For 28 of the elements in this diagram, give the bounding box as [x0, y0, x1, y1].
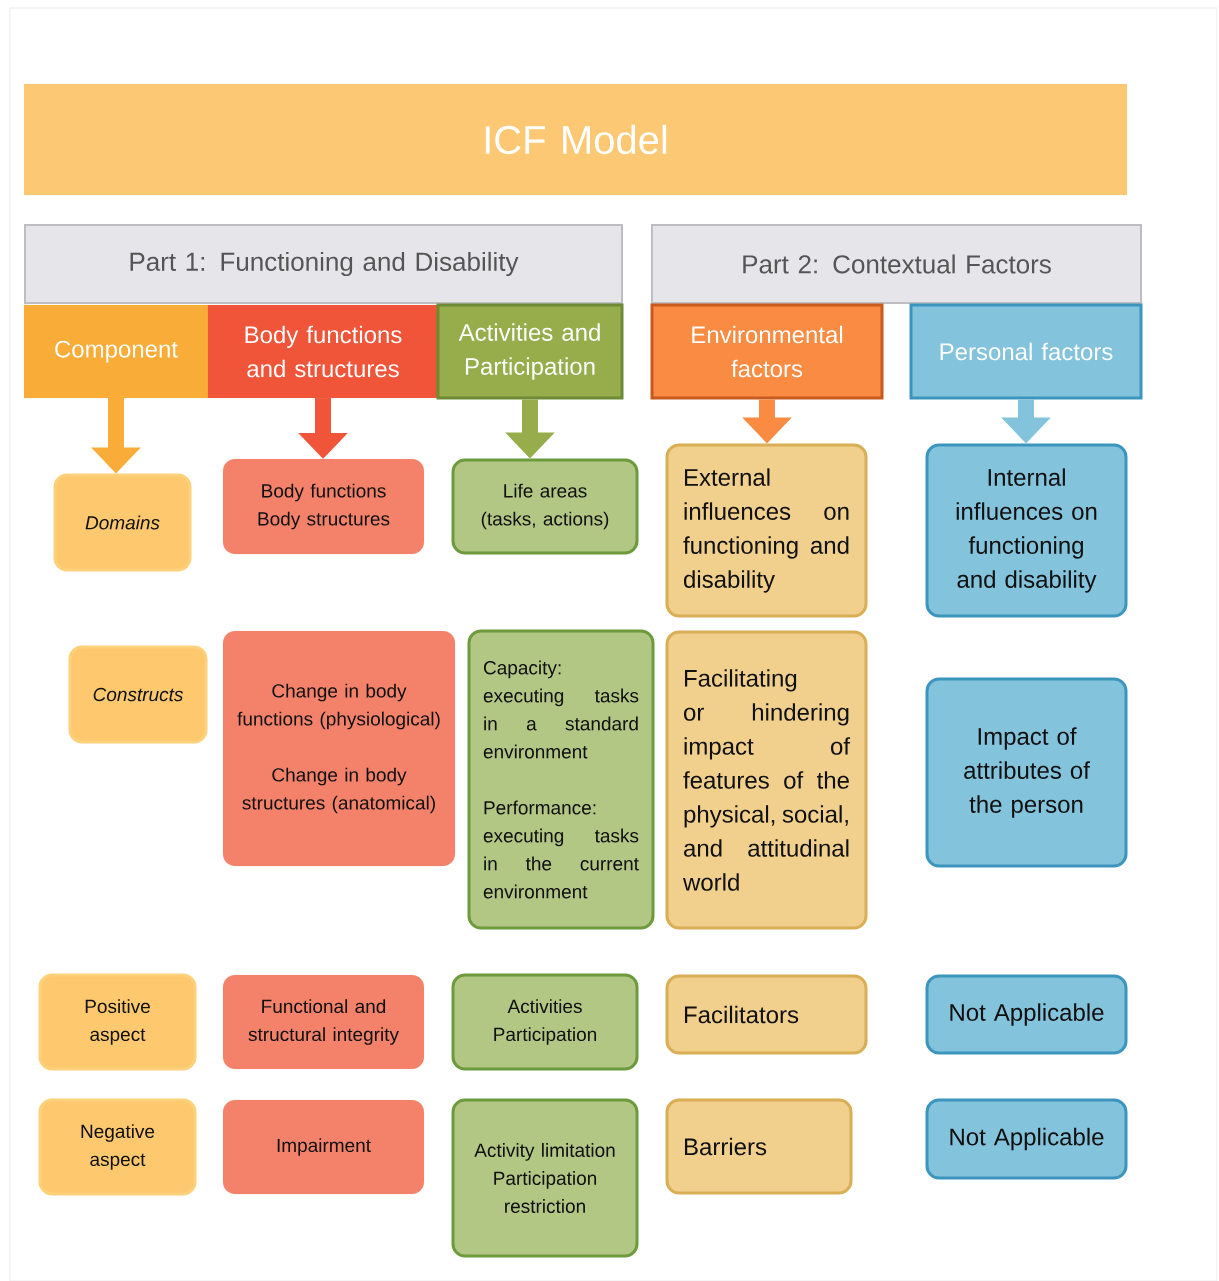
rounded-box: Facilitators — [665, 974, 868, 1055]
part-header: Part 1: Functioning and Disability — [24, 224, 623, 304]
column-header: Personal factors — [909, 303, 1143, 400]
rounded-box: Domains — [53, 473, 192, 572]
rounded-box: Change in body functions (physiological) Change in body structures (anatomical) — [222, 630, 456, 867]
rounded-box: Body functions Body structures — [222, 458, 425, 555]
rounded-box: Negative aspect — [38, 1098, 197, 1196]
rounded-box: Impact of attributes of the person — [925, 677, 1128, 868]
rounded-box: Not Applicable — [925, 1098, 1128, 1180]
rounded-box: Facilitating or hindering impact of features of the physical, social, and attitudinal world — [665, 630, 868, 930]
column-header: Activities and Participation — [436, 303, 624, 400]
rounded-box: Positive aspect — [38, 973, 197, 1071]
column-header: Component — [23, 304, 209, 399]
column-header: Body functions and structures — [207, 304, 439, 399]
rounded-box: Capacity: executing tasks in a standard environment Performance: executing tasks in the current environment — [467, 629, 655, 930]
rounded-box: Constructs — [68, 645, 208, 744]
rounded-box: Functional and structural integrity — [222, 974, 425, 1070]
rounded-box: Internal influences on functioning and disability — [925, 443, 1128, 618]
rounded-box: Impairment — [222, 1099, 425, 1195]
rounded-box: Barriers — [665, 1098, 853, 1195]
rounded-box: Activities Participation — [451, 973, 639, 1071]
column-header: Environmental factors — [650, 303, 884, 400]
rounded-box: Life areas (tasks, actions) — [451, 458, 639, 555]
rounded-box: Activity limitation Participation restriction — [451, 1098, 639, 1258]
rounded-box: External influences on functioning and disability — [665, 443, 868, 618]
rounded-box: Not Applicable — [925, 974, 1128, 1055]
title-band: ICF Model — [23, 83, 1128, 196]
part-header: Part 2: Contextual Factors — [651, 224, 1142, 304]
